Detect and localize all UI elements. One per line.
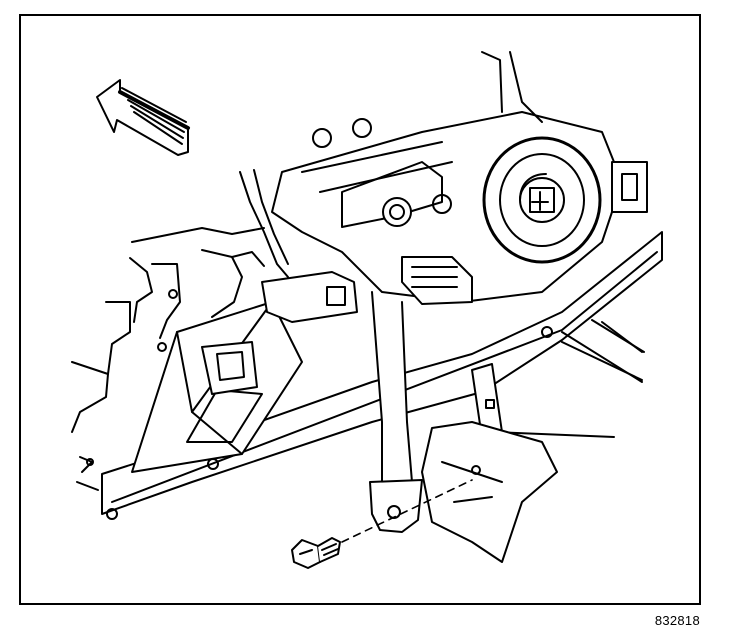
steering-hub [482, 136, 602, 264]
direction-arrow-icon [96, 79, 190, 156]
wiring-harness [239, 169, 645, 381]
steering-column-illustration [71, 51, 663, 569]
bolt-icon [291, 479, 473, 569]
firewall-panel [421, 421, 558, 563]
lower-steering-shaft [369, 291, 423, 533]
column-bracket [101, 231, 663, 520]
connector-block [261, 161, 648, 323]
instrument-panel [71, 227, 265, 491]
figure-id-label: 832818 [654, 613, 700, 628]
figure-frame [19, 14, 701, 605]
